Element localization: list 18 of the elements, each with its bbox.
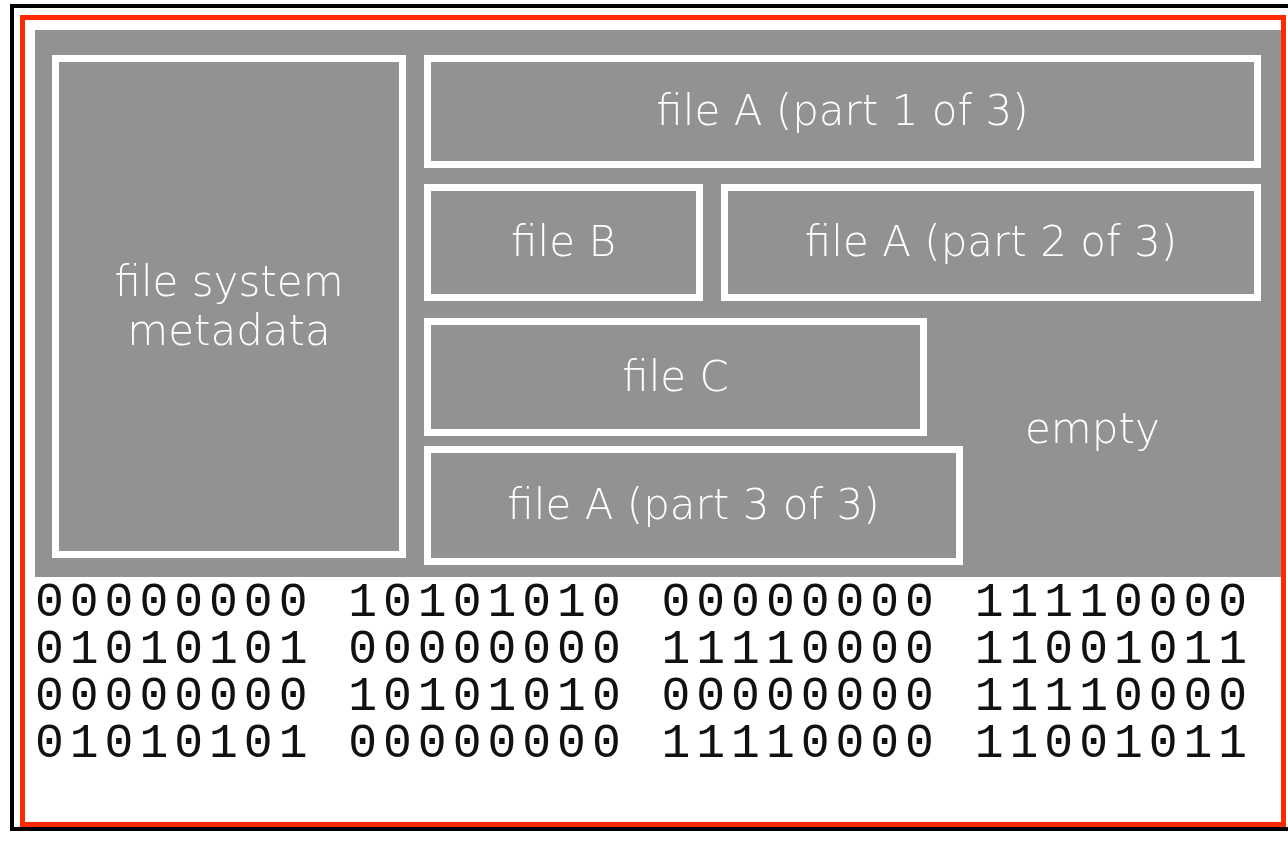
binary-data-row: 01010101 00000000 11110000 11001011 bbox=[35, 721, 1254, 767]
file-label: file A (part 2 of 3) bbox=[804, 218, 1178, 267]
file-block bbox=[52, 55, 406, 558]
binary-data-row: 00000000 10101010 00000000 11110000 bbox=[35, 674, 1254, 720]
binary-data-row: 01010101 00000000 11110000 11001011 bbox=[35, 627, 1254, 673]
file-block bbox=[424, 446, 963, 565]
file-block bbox=[424, 55, 1261, 168]
region-label: empty bbox=[1025, 405, 1160, 454]
file-label: file A (part 3 of 3) bbox=[507, 481, 880, 530]
binary-data-row: 00000000 10101010 00000000 11110000 bbox=[35, 580, 1254, 626]
file-label: file A (part 1 of 3) bbox=[656, 87, 1029, 136]
file-block bbox=[721, 184, 1261, 301]
file-label: file system metadata bbox=[113, 258, 345, 355]
file-label: file B bbox=[511, 218, 616, 267]
file-label: file C bbox=[622, 352, 729, 402]
file-block bbox=[424, 184, 703, 301]
file-block bbox=[424, 318, 927, 436]
storage-region bbox=[35, 30, 1281, 577]
